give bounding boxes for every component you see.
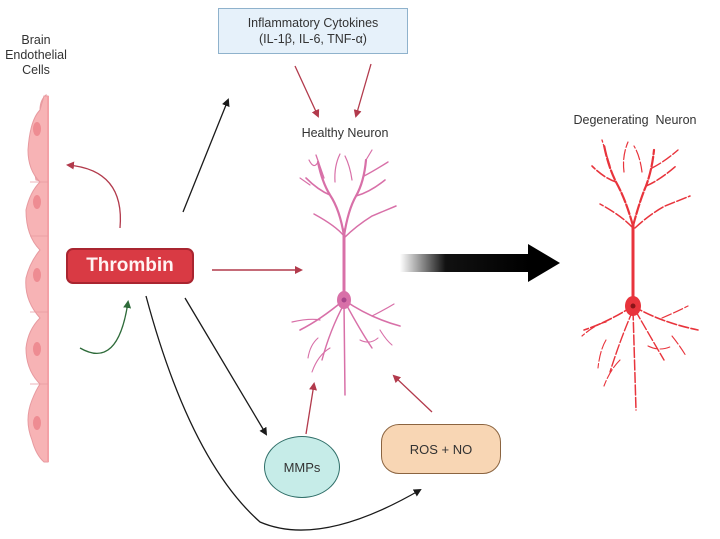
nucleus <box>33 416 41 430</box>
arrow-ros-to-neuron <box>392 374 433 413</box>
arrow-thrombin-to-ros-no <box>145 295 422 531</box>
nucleus <box>33 342 41 356</box>
endothelial-cells <box>25 93 49 463</box>
degenerating-neuron-nucleus <box>630 303 636 309</box>
healthy-neuron-label: Healthy Neuron <box>301 126 389 140</box>
nucleus <box>33 268 41 282</box>
endothelial-label-line: Endothelial <box>5 48 67 62</box>
cytokines-list: (IL-1β, IL-6, TNF-α) <box>259 32 367 46</box>
arrow-cytokines-to-neuron-left <box>294 65 320 118</box>
arrow-thrombin-to-endothelial <box>66 161 122 229</box>
arrow-cytokines-to-neuron-right <box>353 63 372 118</box>
arrow-thrombin-to-mmps <box>184 297 268 436</box>
arrow-endothelial-to-thrombin <box>79 300 132 354</box>
endothelial-stack <box>25 95 49 463</box>
arrow-mmps-to-neuron <box>305 382 318 435</box>
endothelial-label-line: Brain <box>21 33 51 47</box>
thrombin-node: Thrombin <box>66 248 194 284</box>
degenerating-neuron <box>581 139 699 411</box>
arrow-thrombin-to-cytokines <box>182 98 230 213</box>
nucleus <box>33 122 41 136</box>
healthy-neuron <box>291 149 401 396</box>
ros-no-node: ROS + NO <box>381 424 501 474</box>
degeneration-arrow <box>400 244 560 282</box>
cytokines-box: Inflammatory Cytokines (IL-1β, IL-6, TNF… <box>218 8 408 54</box>
endothelial-label-line: Cells <box>22 63 50 77</box>
degenerating-neuron-label: Degenerating Neuron <box>573 113 697 127</box>
cytokines-title: Inflammatory Cytokines <box>247 16 379 30</box>
healthy-neuron-nucleus <box>341 297 347 303</box>
nucleus <box>33 195 41 209</box>
mmps-node: MMPs <box>264 436 340 498</box>
endothelial-cells-label: Brain Endothelial Cells <box>0 33 72 78</box>
